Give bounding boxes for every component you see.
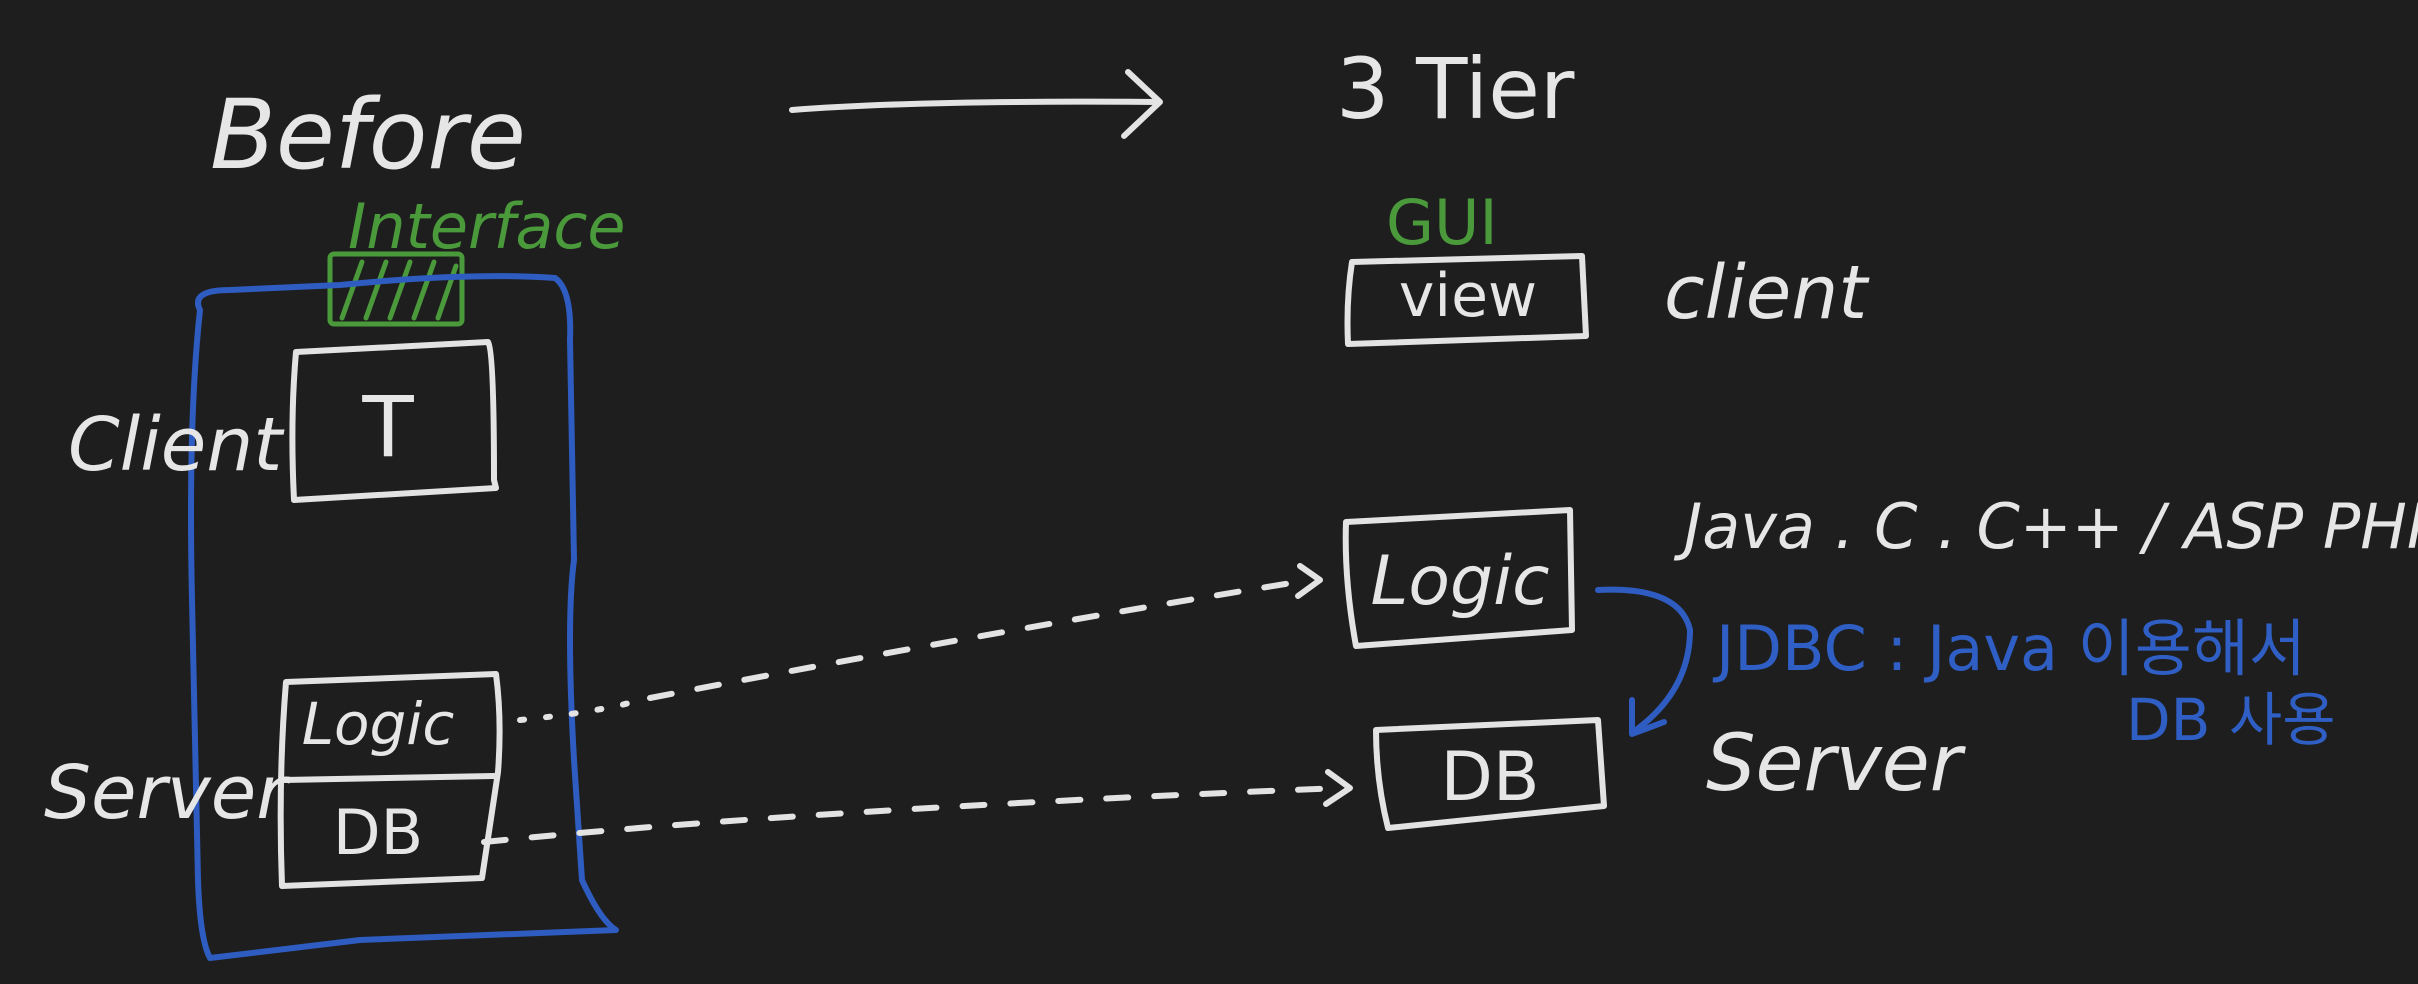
- before-logic-label: Logic: [302, 690, 455, 758]
- after-client-label: client: [1664, 250, 1870, 336]
- db-tier-label: DB: [1440, 738, 1539, 817]
- logic-tier-label: Logic: [1371, 542, 1550, 621]
- before-title: Before: [210, 79, 526, 191]
- logic-migration-arrow: [517, 563, 1323, 723]
- transition-arrow: [789, 69, 1163, 139]
- jdbc-note-line1: JDBC : Java 이용해서: [1712, 612, 2306, 685]
- system-container-outline: [188, 273, 619, 961]
- db-migration-arrow: [481, 769, 1353, 845]
- three-tier-title: 3 Tier: [1336, 40, 1575, 138]
- box-t-label: T: [361, 378, 414, 476]
- client-terminal-box: T: [289, 339, 499, 503]
- languages-label: Java . C . C++ / ASP PHP: [1673, 490, 2418, 563]
- jdbc-note-line2: DB 사용: [2126, 686, 2336, 754]
- logic-tier-box: Logic: [1342, 507, 1575, 649]
- interface-label: Interface: [348, 190, 626, 263]
- before-server-label: Server: [44, 750, 291, 836]
- server-stack-box: Logic DB: [277, 671, 503, 889]
- before-db-label: DB: [333, 796, 423, 869]
- view-box-label: view: [1399, 261, 1537, 331]
- after-server-label: Server: [1706, 719, 1967, 809]
- view-box: view: [1344, 253, 1589, 347]
- db-tier-box: DB: [1373, 717, 1607, 831]
- gui-label: GUI: [1386, 186, 1498, 259]
- before-client-label: Client: [68, 402, 285, 488]
- interface-block: [327, 251, 465, 327]
- logic-to-db-arrow: [1595, 586, 1693, 737]
